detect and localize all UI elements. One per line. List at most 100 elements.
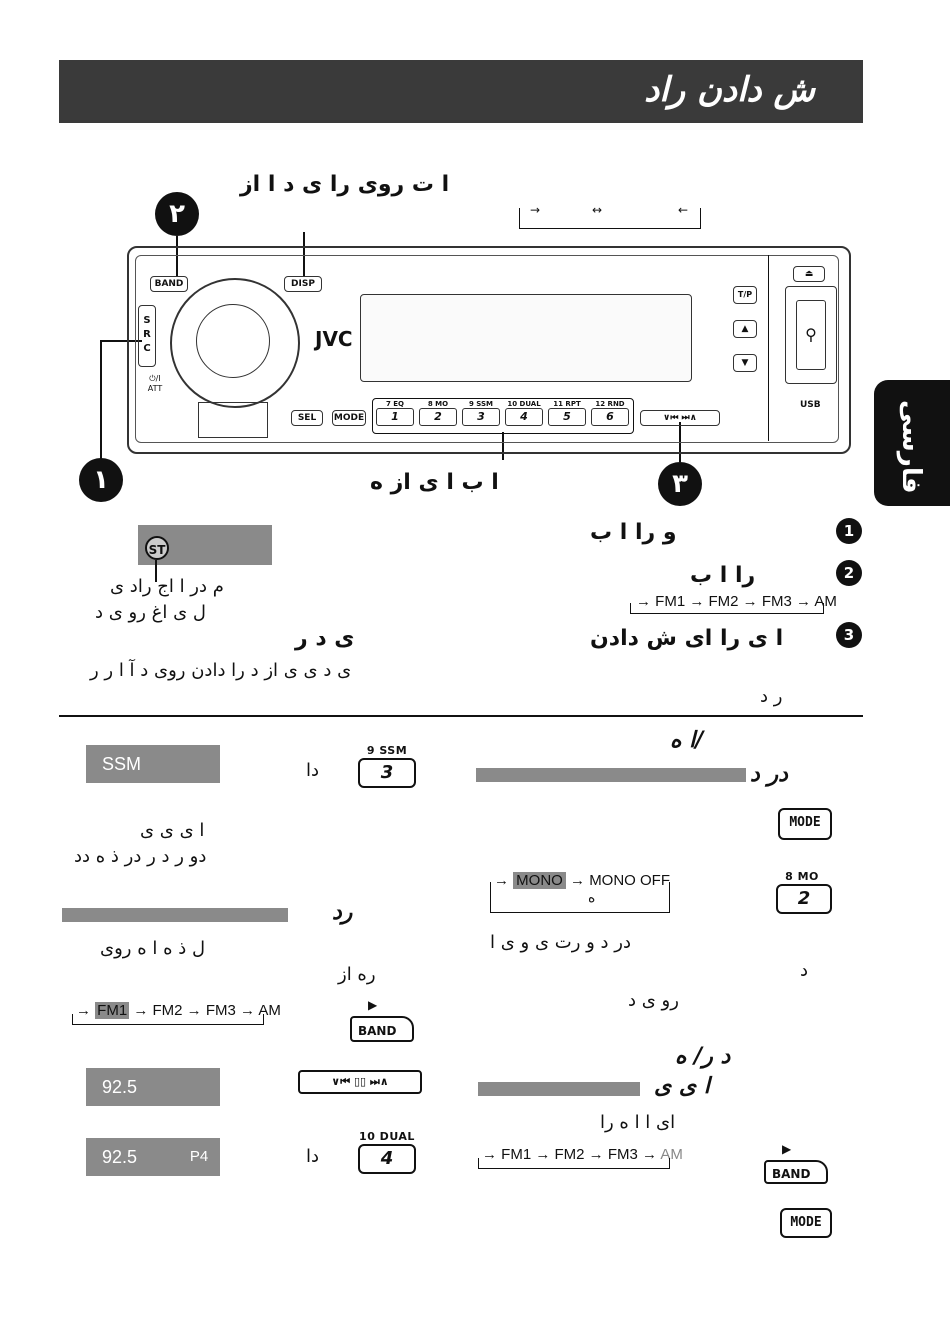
att-label: ⏻/I ATT xyxy=(147,374,163,393)
lr-para-2: د xyxy=(800,960,809,981)
ll-para-1: ا ی ی ی xyxy=(140,820,205,841)
callout-line xyxy=(303,232,305,276)
lr-heading-4: ا ی ی xyxy=(654,1074,710,1099)
band-button[interactable]: BAND xyxy=(150,276,188,292)
radio-faceplate-inner xyxy=(135,255,839,443)
mode-button-icon: MODE xyxy=(778,808,832,840)
volume-knob[interactable] xyxy=(170,278,300,408)
step-3-title: ا ی را ای ش دادن xyxy=(590,626,784,651)
lr-line-ai: ای ا ا ه را xyxy=(600,1112,676,1133)
callout-line xyxy=(502,432,504,460)
volume-knob-center xyxy=(196,304,270,378)
usb-icon: ⚲ xyxy=(796,300,826,370)
src-button[interactable]: S R C xyxy=(138,305,156,367)
ssm-display: SSM xyxy=(86,745,220,783)
preset-number: 5 xyxy=(548,408,586,426)
preset-button-group xyxy=(372,398,634,434)
sel-button[interactable]: SEL xyxy=(291,410,323,426)
lr-para-3: رو ی د xyxy=(628,990,679,1011)
preset-number: 4 xyxy=(505,408,543,426)
st-badge: ST xyxy=(145,536,169,560)
seek-buttons-icon: ∨⏮ ▯▯ ⏭∧ xyxy=(298,1070,422,1094)
caption-bracket xyxy=(519,208,701,229)
dual-da: دا xyxy=(306,1146,320,1167)
disp-button[interactable]: DISP xyxy=(284,276,322,292)
preset-number: 3 xyxy=(462,408,500,426)
dual-key-label: 10 DUAL xyxy=(359,1130,415,1143)
sequence-bracket xyxy=(630,603,824,614)
callout-line xyxy=(100,340,142,460)
step-3-badge: ۳ xyxy=(658,462,702,506)
step-1-text: و را ا ب xyxy=(590,520,677,545)
ll-para-2: دو ر د ر در ذ ه دد xyxy=(74,846,207,867)
page-title: ش دادن راد xyxy=(644,70,815,110)
key-3-icon: 3 xyxy=(358,758,416,788)
step-2-icon: 2 xyxy=(836,560,862,586)
up-button[interactable]: ▲ xyxy=(733,320,757,338)
lr-heading-3: د ر/ ه xyxy=(675,1044,731,1069)
eject-icon[interactable]: ⏏ xyxy=(793,266,825,282)
section-divider xyxy=(59,715,863,717)
ll-para-4: ره از xyxy=(338,964,376,985)
band-button-icon-ll: BAND xyxy=(350,1016,414,1042)
step-2-text: را ا ب xyxy=(690,563,756,588)
lr-heading-bar xyxy=(476,768,746,782)
ll-para-3: ل ذ ه ا ه روی xyxy=(100,938,206,959)
step-3-title-right: ی د ر xyxy=(295,626,355,651)
faceplate-divider xyxy=(768,255,769,441)
step-1-badge: ۱ xyxy=(79,458,123,502)
mode-button[interactable]: MODE xyxy=(332,410,366,426)
diagram-caption: ا ت روی را ی د ا از xyxy=(240,172,450,197)
arrow-left-icon: ← xyxy=(678,203,689,217)
lr-heading-bar-2 xyxy=(478,1082,640,1096)
preset-label: 11 RPT xyxy=(553,400,581,408)
preset-label: 12 RND xyxy=(595,400,625,408)
seek-buttons[interactable]: ∨⏮ ⏭∧ xyxy=(640,410,720,426)
ll-heading: رد xyxy=(332,900,353,925)
lr-heading-1: ا ه/ xyxy=(670,728,704,753)
step-3-desc-2: ر د xyxy=(760,686,783,707)
band-sequence-step2: → FM1 → FM2 → FM3 → AM xyxy=(636,593,837,610)
tp-button[interactable]: T/P xyxy=(733,286,757,304)
down-button[interactable]: ▼ xyxy=(733,354,757,372)
language-tab: فارسی xyxy=(874,380,950,506)
lr-para-1: در د و رت ی و ی ا xyxy=(490,932,631,953)
title-bar: ش دادن راد xyxy=(59,60,863,123)
lcd-display xyxy=(360,294,692,382)
mono-bracket xyxy=(490,882,670,913)
step-3-desc: ی د ی ی از د را دادن روی د آ ا ر ر xyxy=(90,660,352,681)
mo-key-label: 8 MO xyxy=(785,870,819,883)
preset-label: 7 EQ xyxy=(385,400,405,408)
mono-sequence: → MONO → MONO OFF xyxy=(494,872,671,889)
preset-number: 6 xyxy=(591,408,629,426)
usb-label: USB xyxy=(800,400,821,410)
language-tab-label: فارسی xyxy=(896,400,926,494)
band-button-icon-lr: BAND xyxy=(764,1160,828,1184)
mode-button-icon-2: MODE xyxy=(780,1208,832,1238)
freq-display-1: 92.5 xyxy=(86,1068,220,1106)
st-note-line2: ل ی اغ رو ی د xyxy=(95,602,207,623)
step-3-icon: 3 xyxy=(836,622,862,648)
band-bracket-lr xyxy=(478,1158,670,1169)
diagram-bottom-caption: ا ب ا ی از ه xyxy=(370,470,499,495)
st-callout-line xyxy=(155,560,157,582)
lr-heading-2: در د xyxy=(750,762,788,787)
band-sequence-lr: → FM1 → FM2 → FM3 → AM xyxy=(482,1146,683,1163)
ssm-key-label: 9 SSM xyxy=(366,744,408,757)
key-4-icon: 4 xyxy=(358,1144,416,1174)
step-2-badge: ۲ xyxy=(155,192,199,236)
band-bracket-ll xyxy=(72,1014,264,1025)
callout-line xyxy=(176,236,178,276)
preset-label: 10 DUAL xyxy=(507,400,541,408)
band-sequence-ll: → FM1 → FM2 → FM3 → AM xyxy=(76,1002,281,1019)
key-2-icon: 2 xyxy=(776,884,832,914)
preset-number: 1 xyxy=(376,408,414,426)
play-icon: ▶ xyxy=(782,1142,792,1156)
